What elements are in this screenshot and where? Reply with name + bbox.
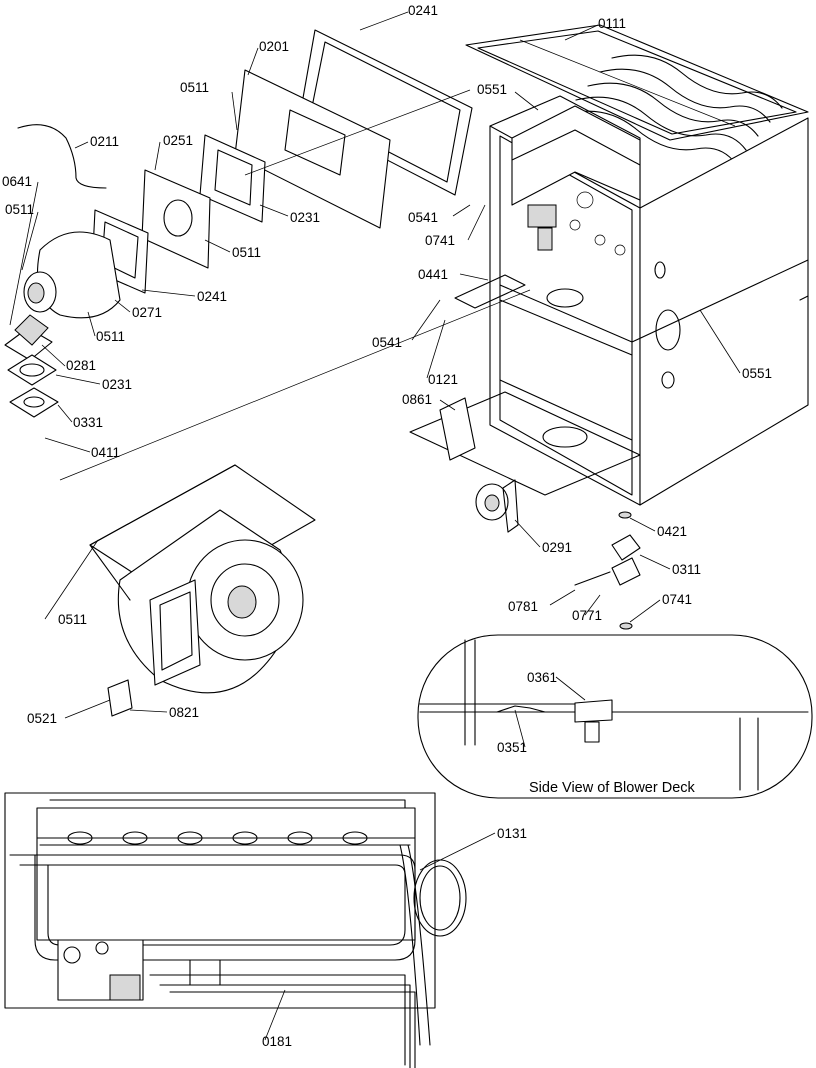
label-0351: 0351 — [497, 740, 527, 755]
label-0541-b: 0541 — [372, 335, 402, 350]
pressure-switch-parts — [439, 397, 641, 630]
label-0121: 0121 — [428, 372, 458, 387]
label-0421: 0421 — [657, 524, 687, 539]
label-0131: 0131 — [497, 826, 527, 841]
label-0511-a: 0511 — [180, 80, 209, 95]
inset-caption: Side View of Blower Deck — [529, 780, 696, 796]
label-0111: 0111 — [598, 16, 626, 31]
label-0331: 0331 — [73, 415, 103, 430]
label-0511-d: 0511 — [96, 329, 125, 344]
part-labels: 0241 0201 0111 0511 0551 0211 0251 0641 … — [2, 3, 772, 1049]
label-0741-a: 0741 — [425, 233, 455, 248]
label-0411: 0411 — [91, 445, 120, 460]
inducer-assembly — [4, 29, 531, 481]
label-0211: 0211 — [90, 134, 119, 149]
label-0251: 0251 — [163, 133, 193, 148]
blower-assembly — [89, 464, 316, 717]
label-0361: 0361 — [527, 670, 557, 685]
label-0511-b: 0511 — [5, 202, 34, 217]
label-0241-mid: 0241 — [197, 289, 227, 304]
label-0231-b: 0231 — [102, 377, 132, 392]
label-0231-a: 0231 — [290, 210, 320, 225]
label-0181: 0181 — [262, 1034, 292, 1049]
furnace-cabinet — [409, 24, 809, 506]
label-0201: 0201 — [259, 39, 289, 54]
label-0521: 0521 — [27, 711, 57, 726]
label-0441: 0441 — [418, 267, 448, 282]
label-0861: 0861 — [402, 392, 432, 407]
label-0241-top: 0241 — [408, 3, 438, 18]
leader-lines — [9, 11, 741, 1041]
label-0551-a: 0551 — [477, 82, 507, 97]
label-0511-c: 0511 — [232, 245, 261, 260]
label-0281: 0281 — [66, 358, 96, 373]
label-0291: 0291 — [542, 540, 572, 555]
label-0821: 0821 — [169, 705, 199, 720]
burner-manifold-assembly — [4, 792, 467, 1068]
inset-side-view — [417, 634, 813, 799]
label-0641: 0641 — [2, 174, 32, 189]
label-0311: 0311 — [672, 562, 701, 577]
label-0781: 0781 — [508, 599, 538, 614]
label-0541-a: 0541 — [408, 210, 438, 225]
label-0511-e: 0511 — [58, 612, 87, 627]
label-0741-b: 0741 — [662, 592, 692, 607]
label-0271: 0271 — [132, 305, 162, 320]
label-0771: 0771 — [572, 608, 602, 623]
label-0551-b: 0551 — [742, 366, 772, 381]
